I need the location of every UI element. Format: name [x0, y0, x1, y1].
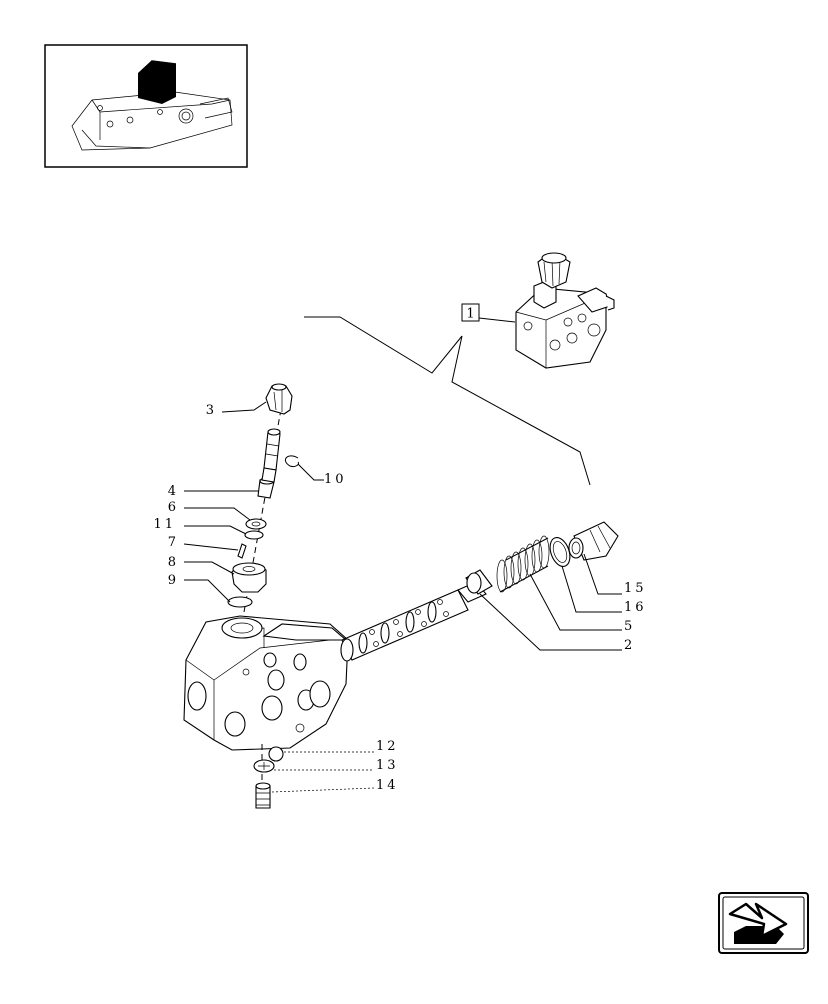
svg-text:13: 13 [376, 758, 399, 773]
pin-part-7 [237, 543, 247, 559]
svg-text:16: 16 [624, 600, 647, 615]
callout-13: 13 [274, 758, 399, 773]
callout-3: 3 [206, 401, 267, 418]
svg-text:3: 3 [206, 403, 214, 418]
callout-2: 2 [479, 593, 632, 653]
callout-8: 8 [168, 555, 235, 575]
svg-text:7: 7 [168, 535, 176, 550]
callout-assembly: 1 [304, 303, 591, 486]
callout-6: 6 [168, 500, 251, 521]
callout-15: 15 [583, 553, 647, 596]
svg-text:6: 6 [168, 500, 176, 515]
stem-part-4 [257, 428, 281, 499]
svg-text:8: 8 [168, 555, 176, 570]
plug-part-15 [568, 521, 619, 561]
spool-part-2 [340, 569, 493, 662]
assembly-reference-drawing [515, 252, 615, 369]
svg-text:15: 15 [624, 581, 647, 596]
ball-part-12 [268, 746, 284, 762]
callout-14: 14 [271, 778, 399, 793]
callout-9: 9 [168, 573, 231, 603]
thumbnail-panel[interactable] [44, 44, 248, 168]
callout-label-1: 1 [466, 307, 474, 322]
next-page-button[interactable] [718, 892, 809, 954]
next-page-arrow-icon [728, 902, 788, 944]
svg-text:10: 10 [324, 472, 347, 487]
svg-text:5: 5 [624, 619, 632, 634]
screw-part-14 [255, 782, 271, 809]
washer-part-13 [253, 759, 275, 773]
callout-5: 5 [529, 573, 632, 634]
o-ring-part-9 [227, 596, 253, 608]
svg-text:9: 9 [168, 573, 176, 588]
lift-housing-thumbnail-icon [71, 59, 233, 151]
callout-16: 16 [561, 565, 647, 615]
clip-part-10 [285, 455, 299, 467]
o-ring-part-11 [244, 530, 264, 540]
callout-7: 7 [168, 535, 239, 551]
knob-part-3 [265, 383, 293, 415]
bushing-part-8 [231, 562, 267, 593]
svg-text:11: 11 [153, 517, 176, 532]
callout-10: 10 [297, 463, 347, 487]
valve-body [183, 615, 349, 751]
callout-12: 12 [284, 739, 399, 754]
svg-text:2: 2 [624, 638, 632, 653]
washer-part-6 [245, 518, 267, 530]
callout-4: 4 [168, 484, 258, 499]
svg-text:4: 4 [168, 484, 176, 499]
spring-part-5 [496, 535, 550, 593]
callout-11: 11 [153, 517, 247, 535]
svg-text:14: 14 [376, 778, 399, 793]
o-ring-part-16 [549, 537, 571, 567]
svg-text:12: 12 [376, 739, 399, 754]
